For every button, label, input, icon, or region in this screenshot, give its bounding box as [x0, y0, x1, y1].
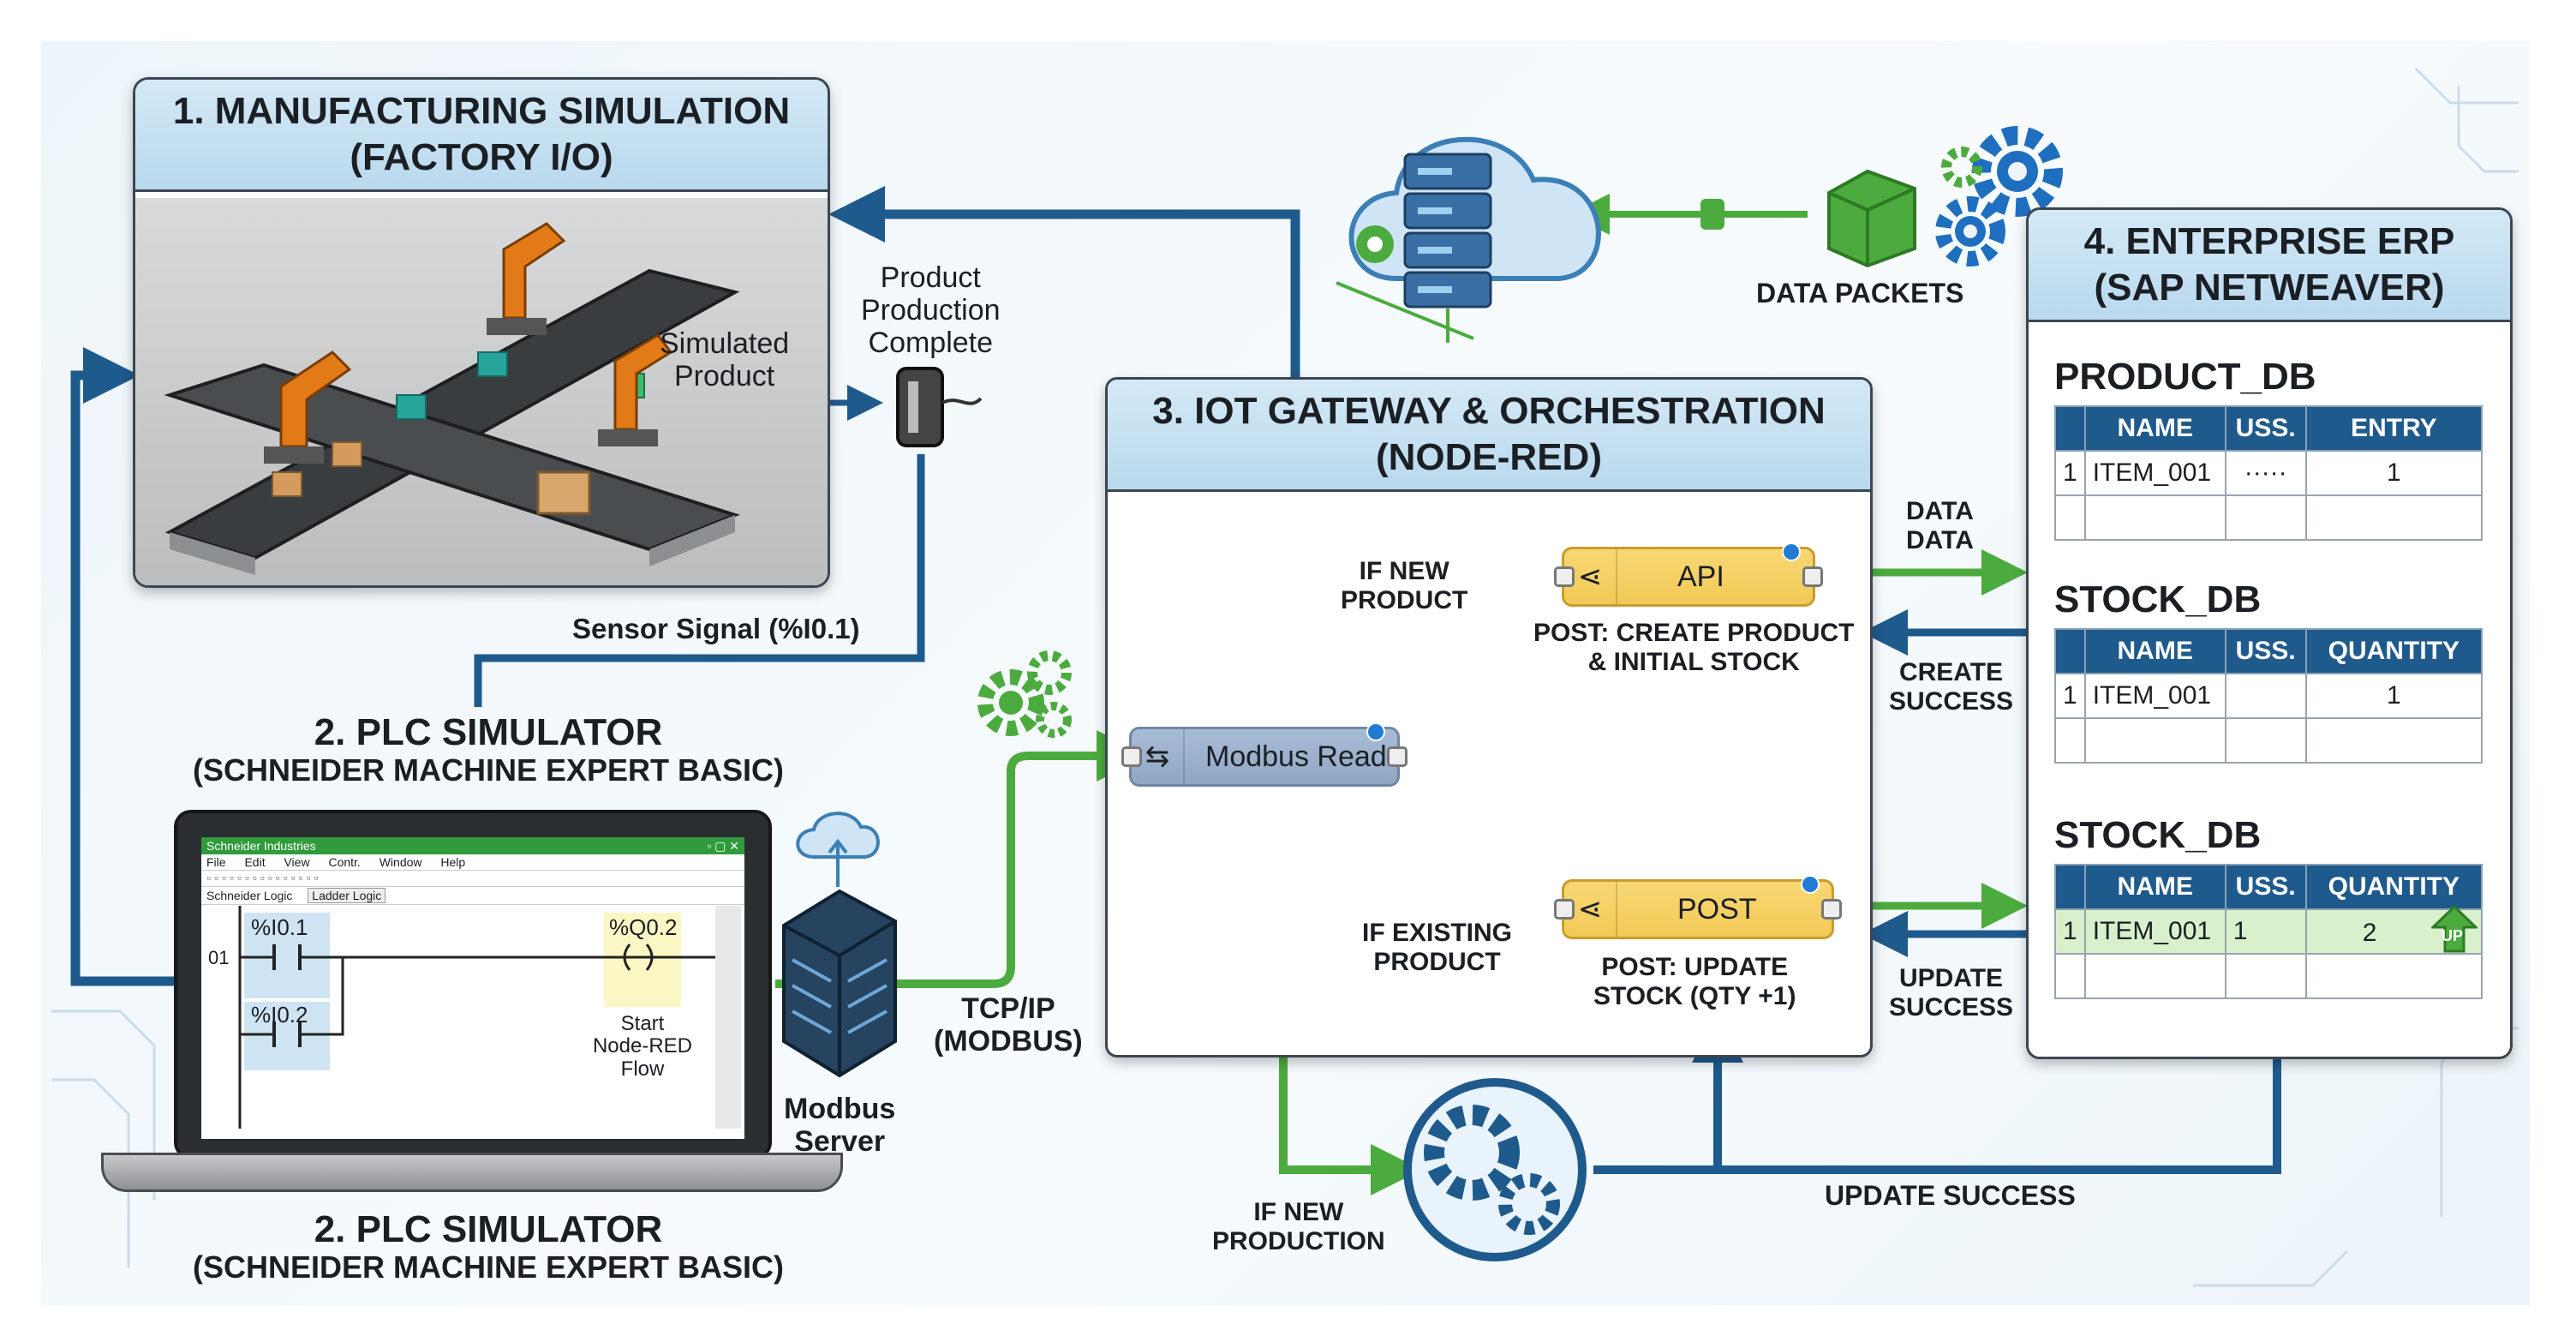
modbus-read-node[interactable]: ⇆ Modbus Read [1121, 722, 1408, 787]
laptop-base [101, 1153, 843, 1192]
if-new-production-label: IF NEW PRODUCTION [1212, 1198, 1385, 1255]
menu-edit[interactable]: Edit [244, 855, 266, 869]
api-description: POST: CREATE PRODUCT & INITIAL STOCK [1533, 619, 1855, 676]
table-row[interactable] [2054, 953, 2483, 999]
laptop-screen: Schneider Industries ▫ ▢ ✕ File Edit Vie… [174, 810, 772, 1159]
app-titlebar: Schneider Industries ▫ ▢ ✕ [201, 837, 744, 854]
up-arrow-badge: UP [2430, 904, 2479, 953]
gateway-panel: 3. IOT GATEWAY & ORCHESTRATION (NODE-RED… [1105, 377, 1873, 1057]
bottom-plc-title: 2. PLC SIMULATOR (SCHNEIDER MACHINE EXPE… [192, 1208, 785, 1285]
laptop: Schneider Industries ▫ ▢ ✕ File Edit Vie… [101, 810, 843, 1195]
gateway-title: 3. IOT GATEWAY & ORCHESTRATION (NODE-RED… [1108, 380, 1870, 492]
window-controls[interactable]: ▫ ▢ ✕ [707, 839, 739, 853]
contact-i01[interactable]: %I0.1 [251, 914, 308, 940]
table-row[interactable]: 1 ITEM_001 ····· 1 [2054, 450, 2483, 496]
sensor-signal-label: Sensor Signal (%I0.1) [572, 613, 860, 644]
data-packets-label: DATA PACKETS [1756, 278, 1964, 309]
table-row[interactable] [2054, 494, 2483, 541]
menu-file[interactable]: File [206, 855, 226, 869]
menu-view[interactable]: View [284, 855, 310, 869]
product-db-title: PRODUCT_DB [2054, 356, 2316, 398]
stock-db-table-1: NAME USS. QUANTITY 1 ITEM_001 1 [2054, 628, 2483, 764]
table-header: NAME USS. ENTRY [2054, 405, 2483, 452]
factory-panel: 1. MANUFACTURING SIMULATION (FACTORY I/O… [133, 77, 830, 588]
production-complete-label: Product Production Complete [861, 261, 1001, 360]
app-menu-bar: File Edit View Contr. Window Help [201, 854, 744, 871]
coil-q02[interactable]: %Q0.2 [609, 914, 678, 940]
modbus-read-output-port[interactable] [1387, 746, 1408, 767]
plc-title: 2. PLC SIMULATOR (SCHNEIDER MACHINE EXPE… [192, 711, 785, 788]
menu-help[interactable]: Help [440, 855, 466, 869]
plc-app-window: Schneider Industries ▫ ▢ ✕ File Edit Vie… [201, 837, 744, 1139]
table-header: NAME USS. QUANTITY [2054, 628, 2483, 674]
api-output-port[interactable] [1802, 566, 1823, 587]
product-db-table: NAME USS. ENTRY 1 ITEM_001 ····· 1 [2054, 405, 2483, 541]
contact-i02[interactable]: %I0.2 [251, 1002, 308, 1027]
up-arrow-icon [2430, 904, 2479, 953]
menu-window[interactable]: Window [379, 855, 422, 869]
factory-scene [135, 198, 828, 585]
create-success-label: CREATE SUCCESS [1889, 658, 2014, 716]
ladder-editor[interactable]: 01 %I0.1 %I0.2 %Q0.2 Start Node-RED Flow [201, 906, 744, 1139]
toolbar-icons[interactable]: ▫▫▫▫▫▫▫▫▫▫▫▫▫▫▫ [206, 871, 322, 884]
share-icon: ⋖ [1564, 549, 1617, 604]
update-success-bottom-label: UPDATE SUCCESS [1825, 1180, 2076, 1211]
post-status-dot [1801, 875, 1820, 894]
tab-ladder-logic[interactable]: Ladder Logic [308, 888, 386, 903]
api-input-port[interactable] [1554, 566, 1575, 587]
tab-schneider-logic[interactable]: Schneider Logic [206, 889, 293, 902]
post-description: POST: UPDATE STOCK (QTY +1) [1593, 953, 1796, 1010]
post-input-port[interactable] [1554, 899, 1575, 920]
menu-control[interactable]: Contr. [328, 855, 361, 869]
api-status-dot [1782, 542, 1801, 561]
modbus-server-label: Modbus Server [784, 1093, 896, 1159]
ladder-rung-svg [238, 906, 741, 1129]
data-label: DATA DATA [1906, 497, 1974, 554]
table-row[interactable] [2054, 717, 2483, 764]
erp-title: 4. ENTERPRISE ERP (SAP NETWEAVER) [2029, 210, 2510, 322]
if-new-product-label: IF NEW PRODUCT [1341, 557, 1468, 614]
api-node[interactable]: ⋖ API [1554, 542, 1823, 607]
app-toolbar: ▫▫▫▫▫▫▫▫▫▫▫▫▫▫▫ [201, 871, 744, 887]
stock-db-table-2: NAME USS. QUANTITY 1 ITEM_001 1 2 UP [2054, 864, 2483, 999]
update-success-side-label: UPDATE SUCCESS [1889, 964, 2014, 1021]
factory-title: 1. MANUFACTURING SIMULATION (FACTORY I/O… [135, 80, 828, 192]
rung-number: 01 [208, 947, 230, 968]
table-row[interactable]: 1 ITEM_001 1 [2054, 673, 2483, 719]
modbus-read-icon: ⇆ [1132, 729, 1185, 784]
simulated-product-label: Simulated Product [660, 327, 790, 393]
table-row[interactable]: 1 ITEM_001 1 2 UP [2054, 904, 2483, 955]
tcpip-label: TCP/IP (MODBUS) [934, 992, 1083, 1058]
coil-description: Start Node-RED Flow [592, 1012, 693, 1081]
app-tab-bar: Schneider Logic Ladder Logic [201, 887, 744, 905]
modbus-read-input-port[interactable] [1121, 746, 1142, 767]
if-existing-product-label: IF EXISTING PRODUCT [1362, 919, 1513, 976]
erp-panel: 4. ENTERPRISE ERP (SAP NETWEAVER) PRODUC… [2026, 207, 2513, 1059]
post-node[interactable]: ⋖ POST [1554, 875, 1842, 939]
stock-db-title-2: STOCK_DB [2054, 814, 2262, 856]
share-icon: ⋖ [1564, 882, 1617, 937]
stock-db-title-1: STOCK_DB [2054, 578, 2262, 620]
table-header: NAME USS. QUANTITY [2054, 864, 2483, 910]
conveyor-illustration [164, 222, 740, 575]
post-output-port[interactable] [1821, 899, 1842, 920]
modbus-read-status-dot [1366, 722, 1385, 741]
